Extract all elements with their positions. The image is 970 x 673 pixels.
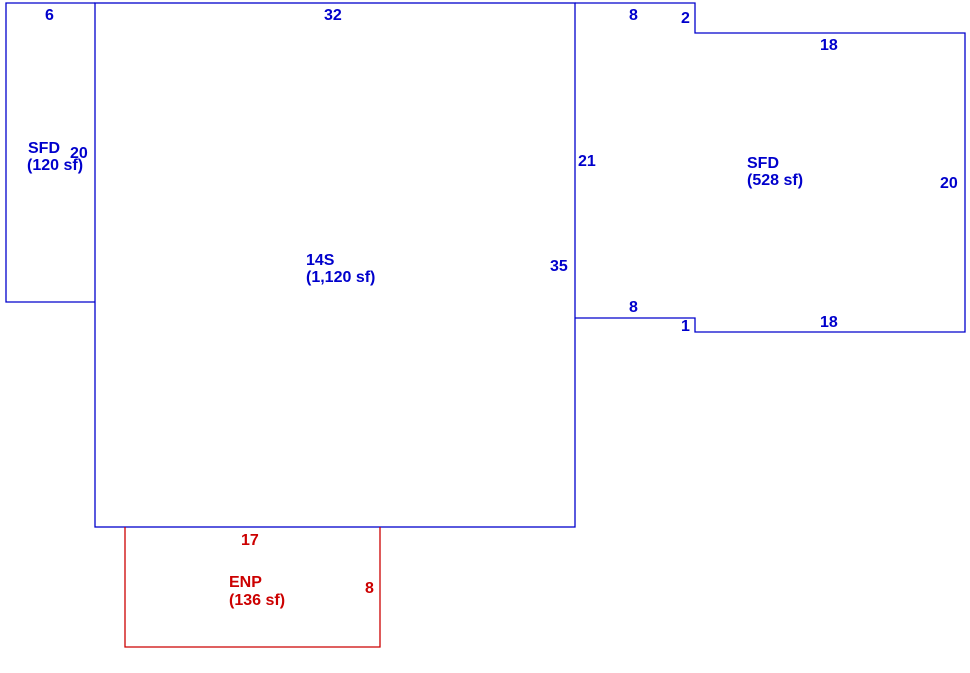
dim-right-upper-stub: 8	[629, 7, 638, 24]
main-14s-outline	[94, 2, 576, 528]
dim-left-sfd-side: 20	[70, 145, 88, 162]
main-14s-code: 14S	[306, 252, 335, 269]
dim-right-left: 21	[578, 153, 596, 170]
right-sfd-outline	[575, 2, 966, 333]
main-14s-area: (1,120 sf)	[306, 269, 375, 286]
left-sfd-code: SFD	[28, 140, 60, 157]
right-sfd-area: (528 sf)	[747, 172, 803, 189]
dim-right-top: 18	[820, 37, 838, 54]
dim-main-right: 35	[550, 258, 568, 275]
dim-enp-top: 17	[241, 532, 259, 549]
left-sfd-outline	[5, 2, 95, 303]
right-sfd-code: SFD	[747, 155, 779, 172]
dim-right-lower-jog: 1	[681, 318, 690, 335]
dim-main-top: 32	[324, 7, 342, 24]
dim-right-right: 20	[940, 175, 958, 192]
left-sfd-area: (120 sf)	[27, 157, 83, 174]
enp-code: ENP	[229, 574, 262, 591]
dim-left-sfd-top: 6	[45, 7, 54, 24]
dim-right-lower-stub: 8	[629, 299, 638, 316]
dim-right-bottom: 18	[820, 314, 838, 331]
dim-right-upper-jog: 2	[681, 10, 690, 27]
enp-outline	[124, 527, 381, 648]
dim-enp-right: 8	[365, 580, 374, 597]
enp-area: (136 sf)	[229, 592, 285, 609]
